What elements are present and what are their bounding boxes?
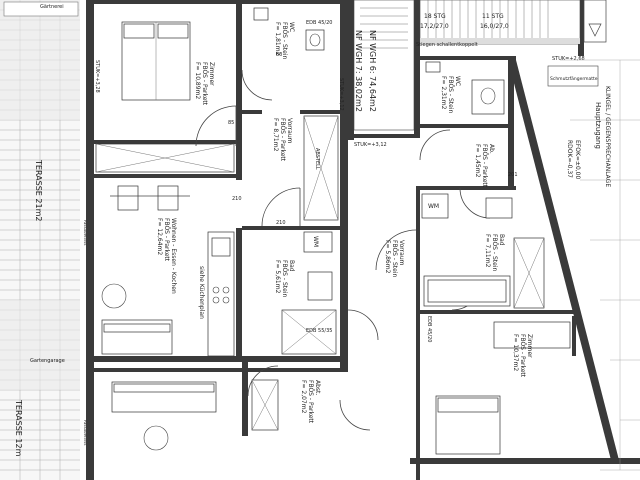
dim-80: 80 [276, 52, 282, 58]
zimmer-right-area: F= 10,37m2 [512, 334, 519, 371]
walls [86, 0, 640, 480]
rdok-label: RDOK=-0,37 [566, 140, 573, 178]
wc-top-floor: FBÖS - Stein [281, 22, 288, 59]
bad-right-name: Bad [498, 234, 505, 246]
stuk-mid2: STUK=+3,12 [354, 142, 387, 148]
schmutz-mat [547, 65, 599, 87]
ab-right-area: F= 1,45m2 [474, 144, 481, 178]
zimmer-right-furniture [435, 321, 571, 455]
stair-11-label: 11 STG [482, 13, 504, 20]
stuk-mid: STUK=+3,12 [338, 78, 344, 111]
zimmer-top-furniture [95, 21, 235, 173]
ab-right-floor: FBÖS - Parkett [481, 144, 488, 188]
wc-top-area: F= 1,81m2 [274, 22, 281, 56]
edb-label-2: EDB 55/35 [306, 328, 332, 334]
bad-right-floor: FBÖS - Stein [491, 234, 498, 271]
unit-left-label: NF WGH 7: 38,02m2 [354, 30, 363, 112]
zimmer-top-area: F= 10,89m2 [194, 62, 201, 99]
kitchen-plan-note: siehe Küchenplan [198, 266, 205, 319]
vorraum-top-name: Vorraum [286, 118, 293, 144]
planter-top [3, 1, 79, 17]
efok-label: EFOK=±0,00 [574, 140, 581, 179]
fassade-label-top: Fassadenriss [83, 220, 88, 245]
fassade-label-bottom: Fassadenriss [83, 420, 88, 445]
door-arcs [195, 69, 491, 431]
zimmer-right-floor: FBÖS - Parkett [519, 334, 526, 378]
abst-left-fixtures [251, 379, 279, 431]
vorraum-top-area: F= 8,71m2 [272, 118, 279, 152]
wohnen-area: F= 12,64m2 [156, 218, 163, 255]
klingel-label: KLINGEL / GEGENSPRECHANLAGE [604, 86, 611, 187]
vorraum-right-name: Vorraum [398, 240, 405, 266]
dim-201: 201 [508, 172, 518, 178]
dim-210-a: 210 [232, 196, 242, 202]
bad-left-floor: FBÖS - Stein [281, 260, 288, 297]
gartengarage-label: Gartengarage [30, 358, 65, 364]
vorraum-right-floor: FBÖS - Stein [391, 240, 398, 277]
abst-left-name: Abst. [314, 380, 321, 395]
wohnen-name: Wohnen - Essen - Kochen [170, 218, 177, 294]
wohnen-floor: FBÖS - Parkett [163, 218, 170, 262]
hauptzugang-label: Hauptzugang [594, 102, 602, 149]
bottom-left-furniture [111, 381, 217, 451]
zimmer-right-name: Zimmer [526, 334, 533, 358]
gaertnerei-label: Gärtnerei [40, 4, 64, 10]
edb-label-1: EDB 45/20 [306, 20, 332, 26]
stair-11-size: 16,0/27,0 [480, 23, 509, 30]
wc-right-area: F= 2,31m2 [440, 76, 447, 110]
vorraum-top-floor: FBÖS - Parkett [279, 118, 286, 162]
wc-right-name: WC [454, 76, 461, 86]
wc-top-fixtures [253, 7, 325, 51]
terrace-hatch-left [0, 0, 80, 480]
wc-top-name: WC [288, 22, 295, 32]
edb-label-3: EDB 45/20 [426, 316, 432, 342]
unit-right-label: NF WGH 6: 74,64m2 [368, 30, 377, 112]
ab-right-name: Ab. [488, 144, 495, 154]
terrace-bottom-label: TERASSE 12m [14, 399, 23, 457]
bad-right-area: F= 7,11m2 [484, 234, 491, 268]
wohnen-furniture [101, 185, 235, 357]
stuk-top: STUK=+2,68 [552, 56, 585, 62]
abstell-cabinet [303, 115, 339, 221]
stairs [353, 0, 607, 131]
wc-right-floor: FBÖS - Stein [447, 76, 454, 113]
stuk-left: STUK=+3,28 [94, 60, 100, 93]
zimmer-top-floor: FBÖS - Parkett [201, 62, 208, 106]
zimmer-top-name: Zimmer [208, 62, 215, 86]
abst-left-area: F= 2,07m2 [300, 380, 307, 414]
stair-18-size: 17,2/27,0 [420, 23, 449, 30]
abstell-label: ABSTELL [314, 148, 320, 170]
schmutz-label: Schmutzfängermatte [550, 76, 598, 82]
wc-right-fixtures [425, 61, 505, 115]
dim-210-b: 210 [276, 220, 286, 226]
abst-left-floor: FBÖS - Parkett [307, 380, 314, 424]
terrace-top-label: TERASSE 21m2 [34, 159, 43, 221]
wm-left-label: WM [312, 236, 319, 247]
dim-85: 85 [228, 120, 234, 126]
bad-left-area: F= 5,61m2 [274, 260, 281, 294]
bad-left-name: Bad [288, 260, 295, 272]
wm-right-label: WM [428, 203, 439, 210]
bad-left-fixtures [281, 231, 337, 355]
vorraum-right-area: F= 5,86m2 [384, 240, 391, 274]
stiegen-label: Stiegen schallentkoppelt [416, 42, 478, 48]
exterior-hatch-right [560, 59, 640, 471]
stair-18-label: 18 STG [424, 13, 446, 20]
bad-right-fixtures [421, 193, 545, 309]
